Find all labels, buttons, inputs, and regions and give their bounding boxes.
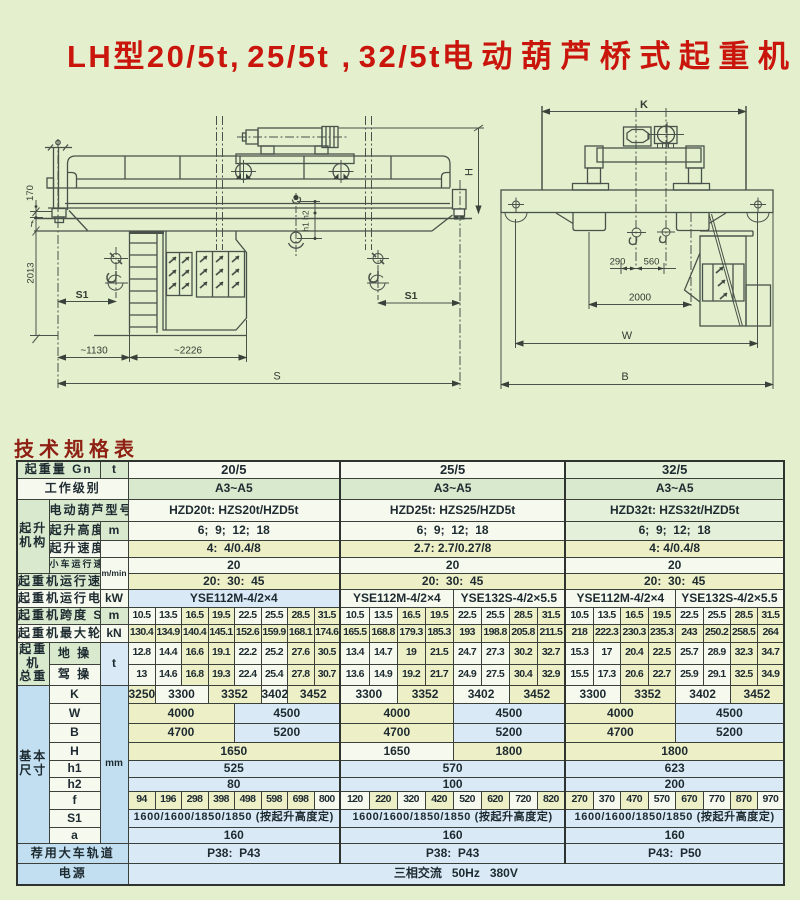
svg-text:S1: S1 [76,289,89,301]
svg-text:560: 560 [644,257,660,268]
svg-text:~1130: ~1130 [80,346,108,357]
svg-text:K: K [640,99,648,111]
svg-text:H: H [464,168,476,176]
svg-text:f: f [31,219,35,229]
svg-text:W: W [622,330,633,342]
svg-text:S1: S1 [405,290,418,302]
svg-text:h1 h2: h1 h2 [301,210,311,232]
svg-text:290: 290 [610,257,626,268]
svg-text:170: 170 [25,185,36,201]
svg-text:2000: 2000 [629,293,652,304]
svg-text:S: S [273,371,280,383]
svg-text:~2226: ~2226 [174,346,203,357]
svg-text:2013: 2013 [26,262,37,283]
svg-text:B: B [621,371,628,383]
